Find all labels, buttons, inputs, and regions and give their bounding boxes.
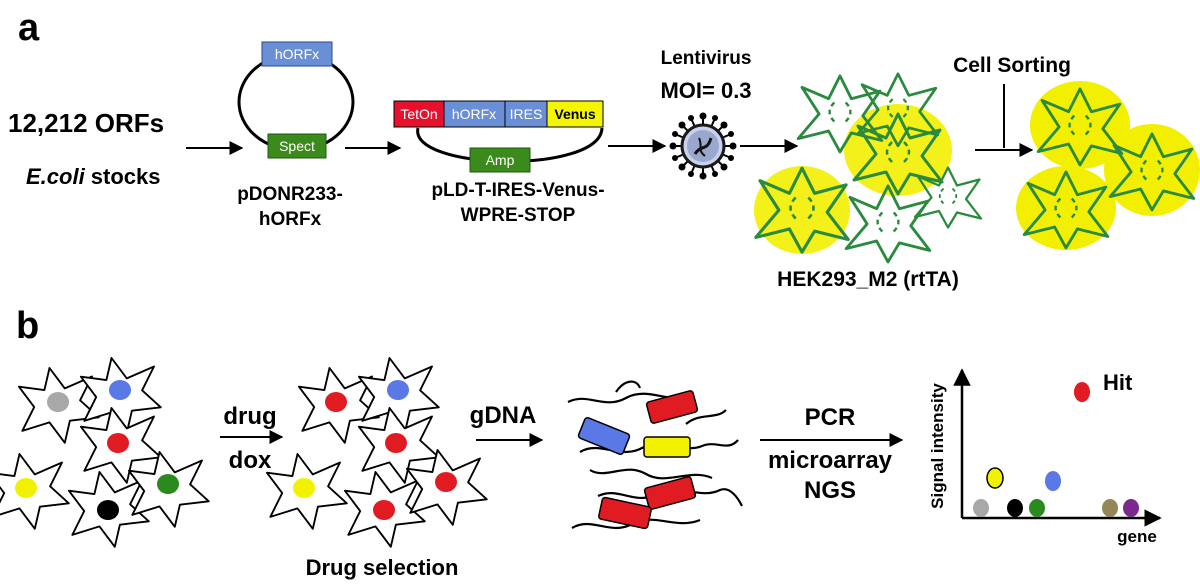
method-microarray: microarray	[768, 447, 893, 474]
glow-2	[754, 166, 850, 254]
dest-seg-teton-label: TetOn	[400, 106, 437, 122]
nucleus-grey	[47, 392, 69, 412]
virus-line2: MOI= 0.3	[660, 78, 751, 103]
donor-marker-box	[267, 133, 327, 159]
selection-label: Drug selection	[306, 555, 459, 580]
dest-seg-horfx	[443, 100, 506, 128]
cell-population-before	[0, 357, 210, 548]
sel-nucleus-1	[325, 392, 347, 412]
sorted-cells	[1016, 81, 1200, 250]
result-plot: Signal intensity gene Hit	[928, 368, 1162, 546]
dest-seg-horfx-label: hORFx	[452, 106, 496, 122]
dot-purple	[1123, 499, 1139, 517]
sorted-glow-2	[1104, 124, 1200, 216]
x-axis-label: gene	[1117, 527, 1157, 546]
dest-seg-venus-label: Venus	[554, 106, 595, 122]
donor-name-line2: hORFx	[259, 209, 322, 230]
dest-seg-venus	[546, 100, 604, 128]
transduced-cells	[754, 72, 983, 264]
gdna-label: gDNA	[470, 402, 537, 429]
virus-line1: Lentivirus	[661, 48, 752, 69]
dot-black	[1007, 499, 1023, 517]
dest-marker-label: Amp	[486, 152, 515, 168]
fragment-red-2	[643, 476, 697, 510]
donor-name-line1: pDONR233-	[237, 184, 343, 205]
panel-b-label: b	[16, 305, 39, 347]
hit-label: Hit	[1103, 370, 1133, 395]
fragment-red-3	[598, 496, 652, 530]
dot-hit	[1074, 382, 1090, 402]
fragment-red-1	[645, 390, 699, 424]
fragment-blue	[577, 416, 631, 456]
stocks-label: E.coli stocks	[26, 164, 161, 189]
dest-marker-box	[469, 147, 531, 173]
panel-a-label: a	[18, 7, 40, 49]
dest-seg-ires	[504, 100, 548, 128]
dot-yellow	[986, 467, 1004, 489]
nucleus-green	[157, 474, 179, 494]
nucleus-black	[97, 500, 119, 520]
nucleus-yellow	[15, 478, 37, 498]
lentivirus-icon	[669, 112, 737, 180]
sel-nucleus-6	[435, 472, 457, 492]
dest-seg-ires-label: IRES	[510, 106, 543, 122]
cell-population-after	[265, 357, 488, 548]
donor-insert-box	[261, 41, 333, 67]
sel-nucleus-2	[387, 380, 409, 400]
fragment-yellow	[643, 436, 691, 458]
donor-insert-label: hORFx	[275, 46, 319, 62]
sorting-label: Cell Sorting	[953, 54, 1071, 77]
cells-label: HEK293_M2 (rtTA)	[777, 268, 959, 291]
dox-label: dox	[229, 447, 272, 474]
stocks-rest: stocks	[85, 164, 161, 189]
dest-name-line1: pLD-T-IRES-Venus-	[431, 180, 604, 201]
donor-marker-label: Spect	[279, 138, 315, 154]
stocks-italic: E.coli	[26, 164, 86, 189]
drug-label: drug	[223, 403, 276, 430]
method-ngs: NGS	[804, 477, 856, 504]
nucleus-red	[107, 433, 129, 453]
sel-nucleus-4	[293, 478, 315, 498]
sel-nucleus-5	[373, 500, 395, 520]
glow-1	[844, 104, 952, 196]
y-axis-label: Signal intensity	[928, 383, 947, 509]
orf-count: 12,212 ORFs	[8, 108, 164, 138]
dot-grey	[973, 499, 989, 517]
method-pcr: PCR	[805, 404, 856, 431]
sel-nucleus-3	[385, 433, 407, 453]
dot-olive	[1102, 499, 1118, 517]
sorted-glow-3	[1016, 166, 1116, 250]
nucleus-blue	[109, 380, 131, 400]
dot-blue	[1045, 471, 1061, 491]
green-cell-5	[844, 184, 932, 264]
dest-name-line2: WPRE-STOP	[461, 205, 576, 226]
dot-green	[1029, 499, 1045, 517]
